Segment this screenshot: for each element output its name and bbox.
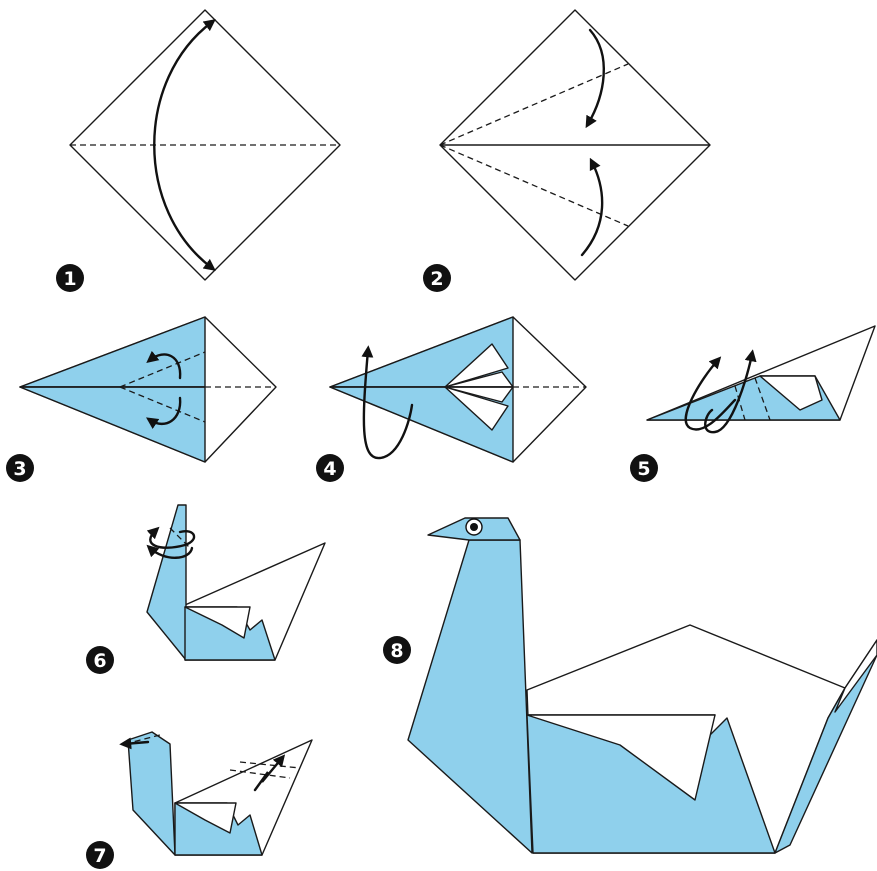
step-8-final-swan (408, 518, 877, 853)
step-2-diagram (440, 10, 710, 280)
step-badge-8: 8 (383, 636, 411, 664)
step-number: 2 (430, 268, 443, 290)
step-badge-6: 6 (86, 646, 114, 674)
step-badge-1: 1 (56, 264, 84, 292)
step-7-diagram (124, 732, 312, 855)
step-badge-4: 4 (316, 454, 344, 482)
step-number: 3 (13, 458, 26, 480)
lower-flap (20, 387, 205, 462)
neck (408, 540, 532, 853)
step-badge-7: 7 (86, 841, 114, 869)
step-badge-5: 5 (630, 454, 658, 482)
step-6-diagram (147, 505, 325, 660)
step-number: 5 (637, 458, 650, 480)
upper-flap (20, 317, 205, 387)
step-number: 8 (390, 640, 403, 662)
step-3-diagram (20, 317, 276, 462)
step-number: 7 (93, 845, 106, 867)
step-4-diagram (330, 317, 586, 462)
step-number: 1 (63, 268, 76, 290)
eye-pupil-icon (470, 523, 478, 531)
neck-and-head (128, 732, 175, 855)
step-badge-3: 3 (6, 454, 34, 482)
step-number: 4 (323, 458, 336, 480)
step-number: 6 (93, 650, 106, 672)
step-5-diagram (647, 326, 875, 432)
neck (147, 505, 186, 660)
step-badge-2: 2 (423, 264, 451, 292)
step-1-diagram (70, 10, 340, 280)
